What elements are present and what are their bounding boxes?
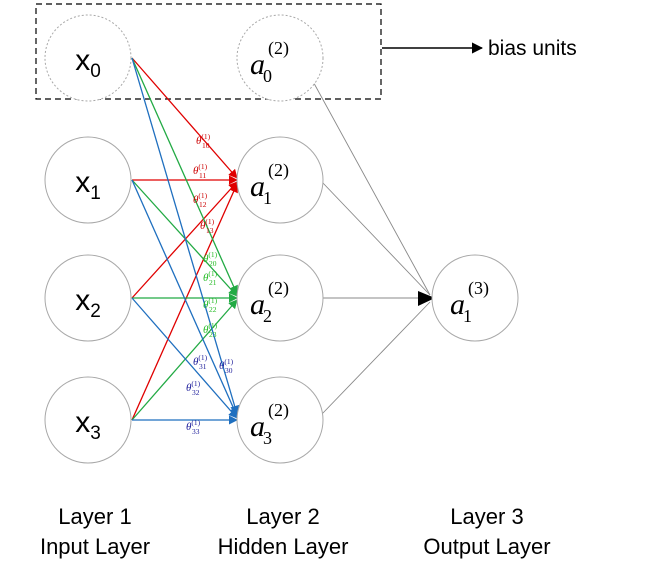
input-layer-nodes: x0 x1 x2 x3 <box>44 14 132 464</box>
input-node-x0 <box>44 14 132 102</box>
bias-units-label: bias units <box>488 37 577 60</box>
input-node-x2-label: x2 <box>75 284 101 322</box>
weight-label-theta-32: θ(1)32 <box>186 379 201 397</box>
hidden-node-a2-label: a2(2) <box>250 278 289 326</box>
hidden-node-a3-label: a3(2) <box>250 400 289 448</box>
connection-a0-a1-output <box>309 75 431 296</box>
output-node-a1-label: a1(3) <box>450 278 489 326</box>
hidden-to-output-connections <box>309 75 435 415</box>
input-node-x3 <box>44 376 132 464</box>
weight-label-theta-11: θ(1)11 <box>193 162 208 180</box>
input-node-x3-label: x3 <box>75 406 101 444</box>
layer-3-subtitle: Output Layer <box>423 534 550 559</box>
bias-units-box <box>35 3 382 100</box>
output-arrowhead <box>418 291 435 306</box>
connection-x0-a2 <box>131 57 238 295</box>
connection-x0-a3 <box>131 57 240 415</box>
input-node-x0-label: x0 <box>75 44 101 82</box>
output-layer-nodes: a1(3) <box>431 254 519 342</box>
connection-x0-a1 <box>131 57 238 179</box>
connection-a3-a1-output <box>321 301 431 415</box>
weight-label-theta-21: θ(1)21 <box>203 269 218 287</box>
input-node-x1 <box>44 136 132 224</box>
weight-label-theta-20: θ(1)20 <box>203 250 218 268</box>
connection-x3-a1 <box>131 183 238 421</box>
connection-a1-a1-output <box>321 181 431 296</box>
input-node-x2 <box>44 254 132 342</box>
hidden-node-a0-label: a0(2) <box>250 38 289 86</box>
hidden-layer-nodes: a0(2) a1(2) a2(2) a3(2) <box>236 14 324 464</box>
connection-x3-a2 <box>131 299 238 421</box>
input-to-hidden-connections <box>131 57 240 425</box>
connection-x2-a1 <box>131 181 238 299</box>
weight-label-theta-13: θ(1)13 <box>200 217 215 235</box>
weight-labels: θ(1)10 θ(1)11 θ(1)12 θ(1)13 θ(1)20θ(1)21 θ(1)… <box>186 132 234 436</box>
hidden-node-a3 <box>236 376 324 464</box>
weight-label-theta-31: θ(1)31 <box>193 353 208 371</box>
weight-label-theta-30: θ(1)30 <box>219 357 234 375</box>
layer-1-title: Layer 1 <box>58 504 131 529</box>
connection-x2-a3 <box>131 297 238 419</box>
hidden-node-a1 <box>236 136 324 224</box>
layer-2-subtitle: Hidden Layer <box>218 534 349 559</box>
weight-label-theta-33: θ(1)33 <box>186 418 201 436</box>
hidden-node-a2 <box>236 254 324 342</box>
weight-label-theta-12: θ(1)12 <box>193 191 208 209</box>
layer-labels: Layer 1 Input Layer Layer 2 Hidden Layer… <box>40 504 551 559</box>
weight-label-theta-22: θ(1)22 <box>203 296 218 314</box>
output-node-a1 <box>431 254 519 342</box>
layer-1-subtitle: Input Layer <box>40 534 150 559</box>
connection-x1-a3 <box>131 179 238 417</box>
layer-3-title: Layer 3 <box>450 504 523 529</box>
layer-2-title: Layer 2 <box>246 504 319 529</box>
weight-label-theta-10: θ(1)10 <box>196 132 211 150</box>
input-node-x1-label: x1 <box>75 166 101 204</box>
weight-label-theta-23: θ(1)23 <box>203 321 218 339</box>
hidden-node-a1-label: a1(2) <box>250 160 289 208</box>
hidden-node-a0 <box>236 14 324 102</box>
